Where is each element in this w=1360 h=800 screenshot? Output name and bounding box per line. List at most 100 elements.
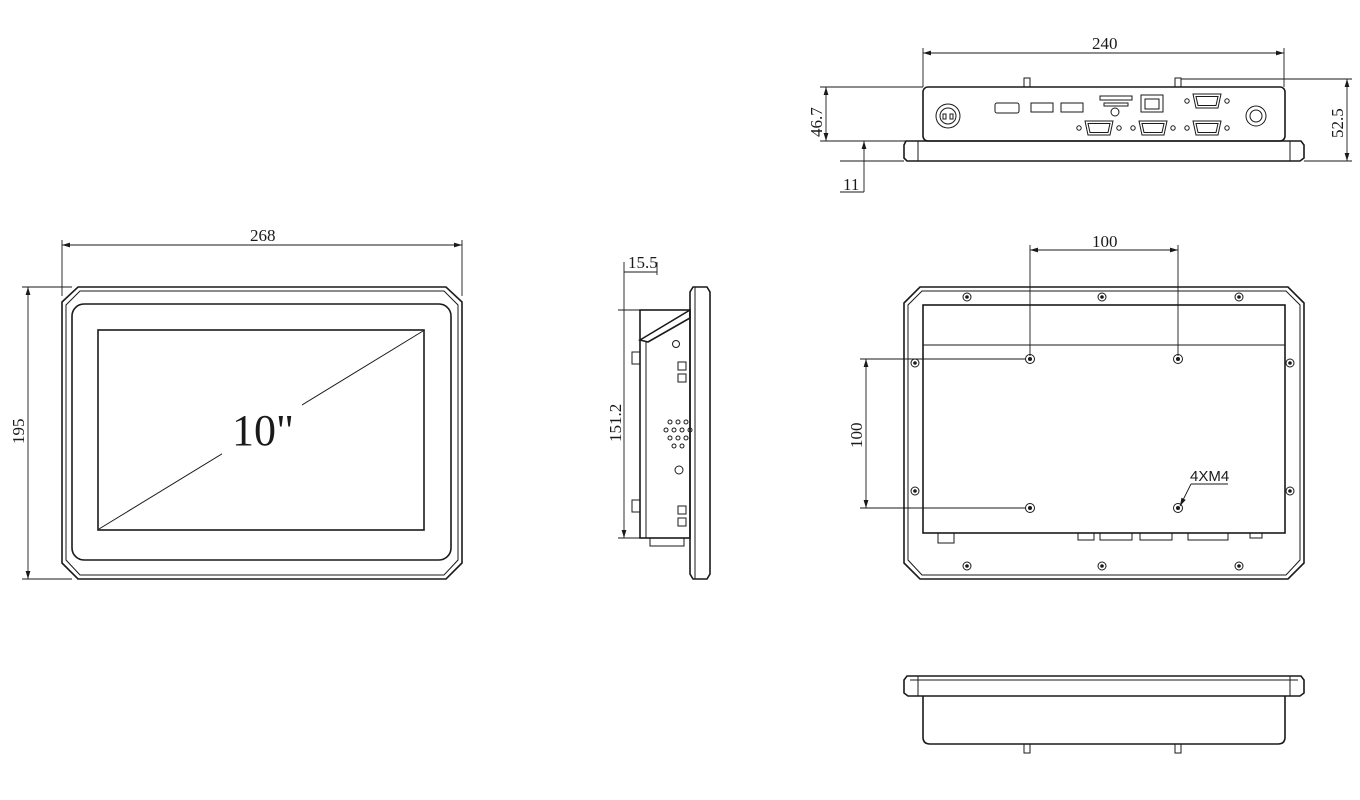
screw-center-icon [1288,489,1292,493]
front-display-area [97,329,425,531]
screw-post-icon [1130,125,1136,131]
screw-post-icon [1224,125,1230,131]
screw-icon [1285,486,1295,496]
side-connector [649,537,685,547]
side-bezel [689,286,711,580]
power-connector [935,103,961,129]
speaker-hole [667,419,673,425]
screw-center-icon [1288,361,1292,365]
vesa-holes [1025,354,1183,513]
side-port-1 [677,361,687,371]
screw-center-icon [965,295,969,299]
rear-housing-step [922,305,1286,346]
side-port-3 [677,505,687,515]
side-depth-dim-text: 15.5 [628,253,658,272]
screw-icon [1234,292,1244,302]
screw-center-icon [1175,505,1181,511]
screw-label-text: 4XM4 [1190,468,1229,485]
speaker-hole [679,427,685,433]
db9-inner [1195,96,1219,106]
screw-post-icon [1170,125,1176,131]
serial-port-bottom-1 [1076,120,1122,136]
top-clip-left [1023,77,1031,88]
screw-center-icon [1100,295,1104,299]
screw-post-icon [1116,125,1122,131]
vesa-h-dim-text: 100 [1092,232,1118,251]
screw-post-icon [1224,98,1230,104]
screw-icon [962,292,972,302]
screw-icon [1097,561,1107,571]
bottom-bezel-flange [903,675,1305,697]
top-clip-right [1174,77,1182,88]
front-width-dim-text: 268 [250,226,276,245]
screw-label-leader [1179,483,1192,507]
screw-post-icon [1184,125,1190,131]
screw-icon [910,486,920,496]
audio-jack [1110,107,1120,117]
screw-center-icon [1175,356,1181,362]
ethernet-port-inner [1144,98,1160,110]
speaker-hole [687,427,693,433]
top-width-dim-text: 240 [1092,34,1118,53]
screw-icon [1173,503,1183,513]
db9-shell [1192,120,1222,136]
rear-bezel-inner [907,290,1301,576]
top-view: 240 46.7 11 52.5 [807,34,1352,194]
rear-housing [922,304,1286,534]
db9-shell [1192,93,1222,109]
screw-post-icon [1184,98,1190,104]
screen-size-label: 10" [232,406,294,455]
side-body [639,309,691,539]
serial-port-bottom-3 [1184,120,1230,136]
rear-bezel-screws [910,292,1295,571]
side-clip-bottom [631,499,641,513]
side-height-dim-text: 151.2 [606,404,625,442]
serial-port-top-right [1184,93,1230,109]
screw-center-icon [1100,564,1104,568]
screw-center-icon [1237,564,1241,568]
screw-icon [962,561,972,571]
speaker-hole [679,443,685,449]
bottom-body [922,696,1286,745]
side-clip-top [631,351,641,365]
top-body-dim-text: 46.7 [807,107,826,137]
vesa-v-dim-text: 100 [847,423,866,449]
db9-inner [1195,123,1219,133]
usb-port-1 [1030,102,1054,113]
db9-inner [1141,123,1165,133]
side-body-chamfer [637,308,691,343]
db9-shell [1084,120,1114,136]
side-port-2 [677,373,687,383]
speaker-hole [675,419,681,425]
side-led [672,340,680,348]
top-total-dim-text: 52.5 [1328,108,1347,138]
top-bezel-dim-text: 11 [843,175,859,194]
screw-center-icon [965,564,969,568]
db9-inner [1087,123,1111,133]
top-bezel-flange [903,140,1305,162]
front-bezel-inner-edge [65,290,459,576]
sim-slot [1103,102,1129,107]
speaker-hole [671,427,677,433]
speaker-hole [671,443,677,449]
speaker-hole [683,435,689,441]
usb-port-2 [1060,102,1084,113]
screw-center-icon [1027,505,1033,511]
bottom-clip-left [1023,743,1031,754]
screw-center-icon [1237,295,1241,299]
front-glass-edge [71,303,452,561]
speaker-hole [683,419,689,425]
screw-center-icon [913,361,917,365]
label-mask [222,403,302,455]
rear-bottom-ports [937,532,1263,544]
front-height-dim-text: 195 [9,419,28,445]
hdmi-port [994,102,1020,114]
side-port-4 [677,517,687,527]
ethernet-port [1140,94,1164,113]
serial-port-bottom-2 [1130,120,1176,136]
screw-icon [1285,358,1295,368]
db9-shell [1138,120,1168,136]
speaker-hole [675,435,681,441]
screw-icon [1234,561,1244,571]
